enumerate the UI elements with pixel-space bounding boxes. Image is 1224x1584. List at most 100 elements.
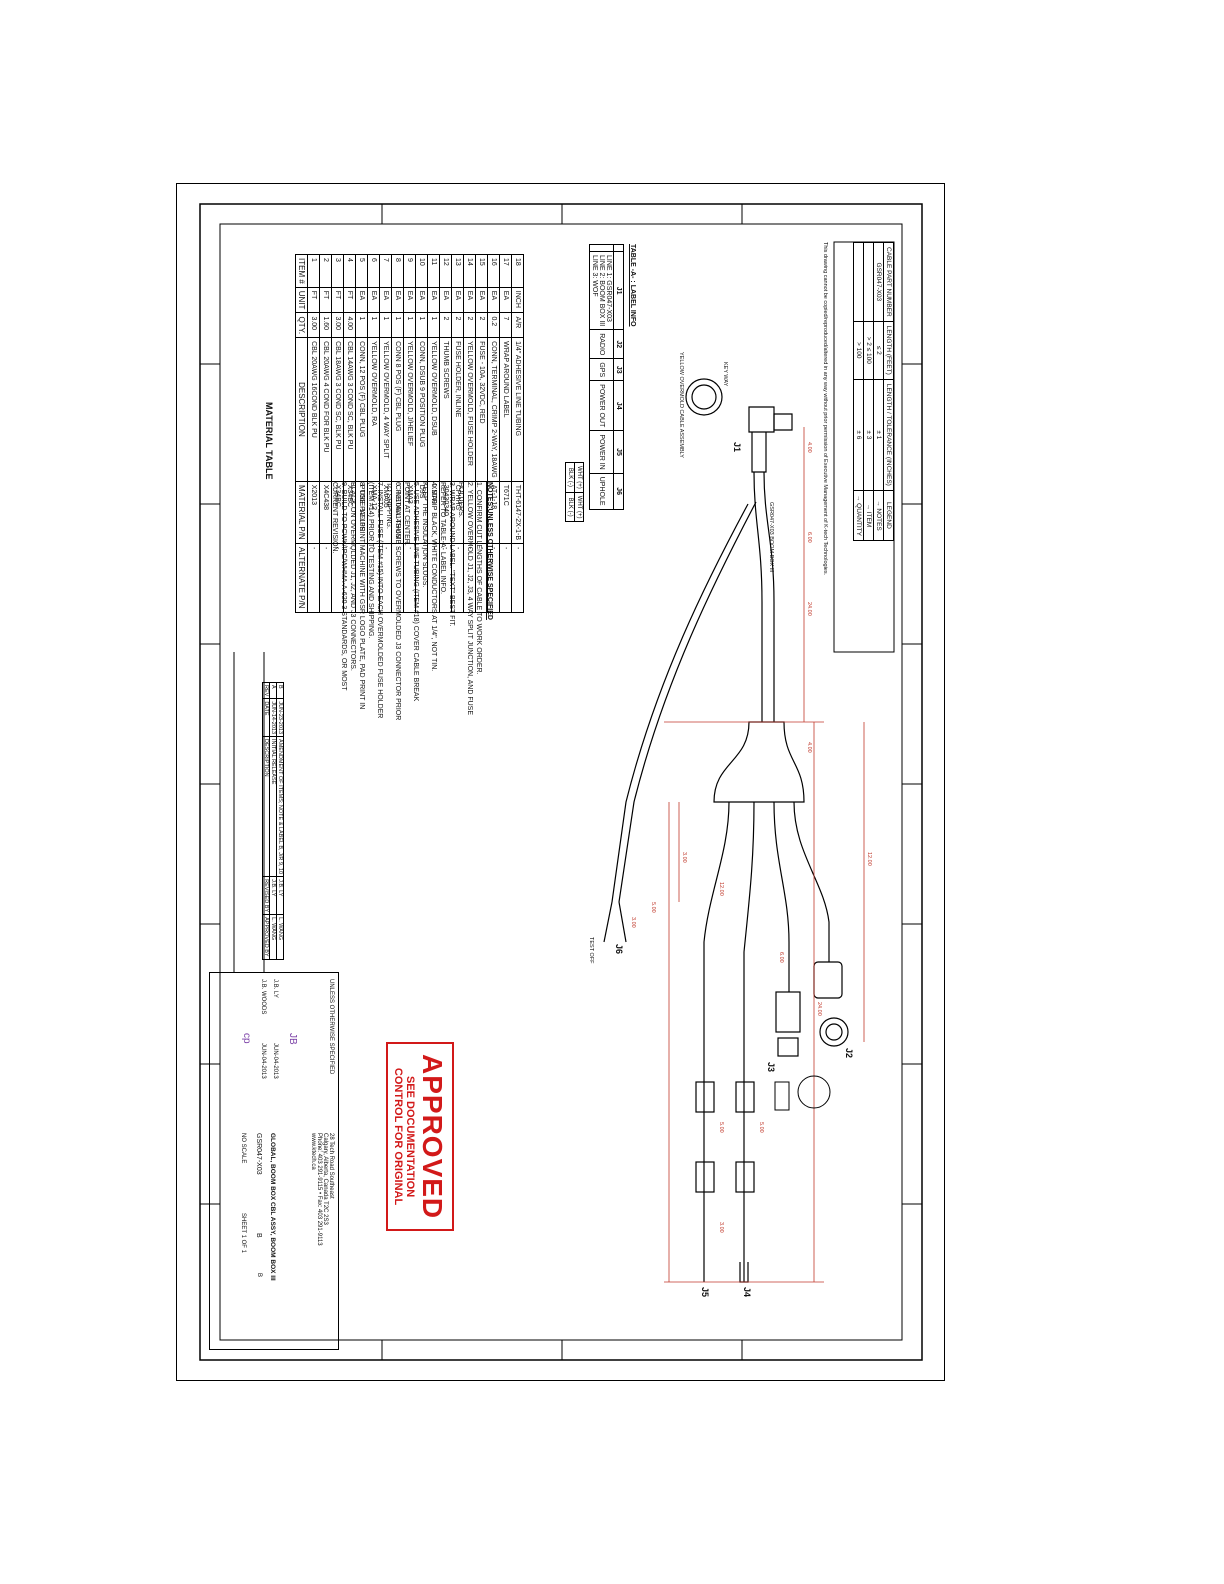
- table-cell: CONN, 12 POS (F) CBL PLUG: [355, 337, 368, 482]
- table-cell: CPHHG: [451, 481, 464, 544]
- table-cell: 5: [355, 254, 368, 288]
- table-cell: EA: [439, 287, 452, 313]
- table-cell: 7: [379, 254, 392, 288]
- table-cell: FUSE - 10A, 32VDC, RED: [475, 337, 488, 482]
- lbl-c0: [589, 244, 614, 252]
- table-cell: EA: [463, 287, 476, 313]
- mat-h-desc: DESCRIPTION: [295, 337, 308, 482]
- table-cell: -: [451, 543, 464, 612]
- rev-h-date: DATE: [262, 698, 270, 737]
- dim-3-b: 3.00: [681, 852, 687, 863]
- pol-j5-neg: BLK (-): [565, 462, 575, 493]
- fuse-holder-j4-2: [735, 1161, 755, 1193]
- tb-address: 28 Tech Road Southeast Calgary, Alberta,…: [310, 1133, 334, 1246]
- table-cell: CR3106A14S-6S: [391, 481, 404, 544]
- rev-b-date: JUN-23-2013: [276, 698, 284, 737]
- j3-face: [777, 1037, 799, 1057]
- table-cell: -: [367, 543, 380, 612]
- table-cell: 1: [415, 312, 428, 338]
- tb-size: B: [256, 1273, 262, 1278]
- table-cell: FUSE HOLDER, INLINE: [451, 337, 464, 482]
- table-cell: FT: [343, 287, 356, 313]
- table-cell: 3.00: [307, 312, 320, 338]
- lbl-h-j1: J1: [613, 251, 624, 330]
- tb-date-checked: JUN-04-2013: [260, 1043, 266, 1079]
- table-cell: X34BC: [331, 481, 344, 544]
- table-cell: 1/4" ADHESIVE LINE TUBING: [511, 337, 524, 482]
- tb-scale: NO SCALE: [240, 1133, 246, 1164]
- fuse-holder-j5-2: [695, 1161, 715, 1193]
- tol-part-number: GSR047-X03: [873, 242, 884, 322]
- stamp-see-doc: SEE DOCUMENTATION: [404, 1075, 416, 1198]
- rev-h-rev: REV: [262, 682, 270, 699]
- j3-pinout: [774, 1081, 790, 1111]
- dim-5-a: 5.00: [758, 1122, 764, 1133]
- table-cell: AT-1-18: [487, 481, 500, 544]
- table-cell: 2: [475, 312, 488, 338]
- pol-j6-pos: WHT (+): [574, 492, 584, 522]
- table-cell: 3: [331, 254, 344, 288]
- fuse-holder-j5-1: [695, 1081, 715, 1113]
- pol-j6-neg: BLK (-): [565, 492, 575, 522]
- table-cell: A/R: [511, 312, 524, 338]
- pol-j5-pos: WHT (+): [574, 462, 584, 493]
- label-j1: J1: [732, 442, 742, 453]
- table-cell: -: [319, 543, 332, 612]
- rev-a-desc: INITIAL RELEASE: [269, 736, 277, 877]
- table-cell: CONN 8 POS (F) CBL PLUG: [391, 337, 404, 482]
- table-cell: 12: [439, 254, 452, 288]
- branch-j6-upper: [618, 501, 757, 903]
- rev-h-desc: DESCRIPTION: [262, 736, 270, 877]
- table-cell: EA: [499, 287, 512, 313]
- table-cell: -: [379, 543, 392, 612]
- mat-h-qty: QTY.: [295, 312, 308, 338]
- dim-4-b: 4.00: [806, 742, 812, 753]
- table-cell: FT: [331, 287, 344, 313]
- tb-checked-by: J.B. WOODS: [260, 979, 266, 1015]
- title-block-lines: [233, 652, 265, 972]
- table-cell: CBL 20AWG 16COND BLK PU: [307, 337, 320, 482]
- tolerance-table: CABLE PART NUMBER LENGTH (FEET) LENGTH /…: [853, 242, 894, 541]
- tb-rev: B: [255, 1233, 262, 1238]
- table-cell: 2: [451, 312, 464, 338]
- branch-j4: [743, 801, 755, 1282]
- table-cell: X2013: [307, 481, 320, 544]
- table-cell: 17: [499, 254, 512, 288]
- tol-length-3: > 100: [853, 321, 864, 380]
- sheet-border-inner: [219, 223, 903, 1341]
- table-cell: X4C438: [319, 481, 332, 544]
- table-cell: PT06E-12-10S: [355, 481, 368, 544]
- table-cell: 1: [403, 312, 416, 338]
- table-cell: 3.00: [331, 312, 344, 338]
- label-tag: GSR047-X03 BOOM BOX III: [768, 502, 774, 573]
- dim-4-a: 4.00: [806, 442, 812, 453]
- lbl-j4: POWER OUT: [589, 380, 614, 431]
- dim-6-a: 6.00: [806, 532, 812, 543]
- rev-h-by: REVISED BY: [262, 876, 270, 915]
- table-cell: EA: [355, 287, 368, 313]
- tol-length-2: > 2 ≤ 100: [863, 321, 874, 380]
- table-cell: YELLOW OVERMOLD, 4 WAY SPLIT: [379, 337, 392, 482]
- table-cell: CONN, DSUB 9 POSITION PLUG: [415, 337, 428, 482]
- table-cell: FT: [307, 287, 320, 313]
- table-cell: -: [415, 543, 428, 612]
- dim-3-a: 3.00: [718, 1222, 724, 1233]
- table-cell: EA: [415, 287, 428, 313]
- j1-body: [748, 406, 775, 433]
- branch-j3: [773, 801, 790, 992]
- table-cell: 1: [367, 312, 380, 338]
- table-cell: 1: [391, 312, 404, 338]
- j1-callout-a: YELLOW OVERMOLD CABLE ASSEMBLY: [678, 352, 684, 458]
- table-cell: D9S: [415, 481, 428, 544]
- table-cell: WRAP AROUND LABEL: [499, 337, 512, 482]
